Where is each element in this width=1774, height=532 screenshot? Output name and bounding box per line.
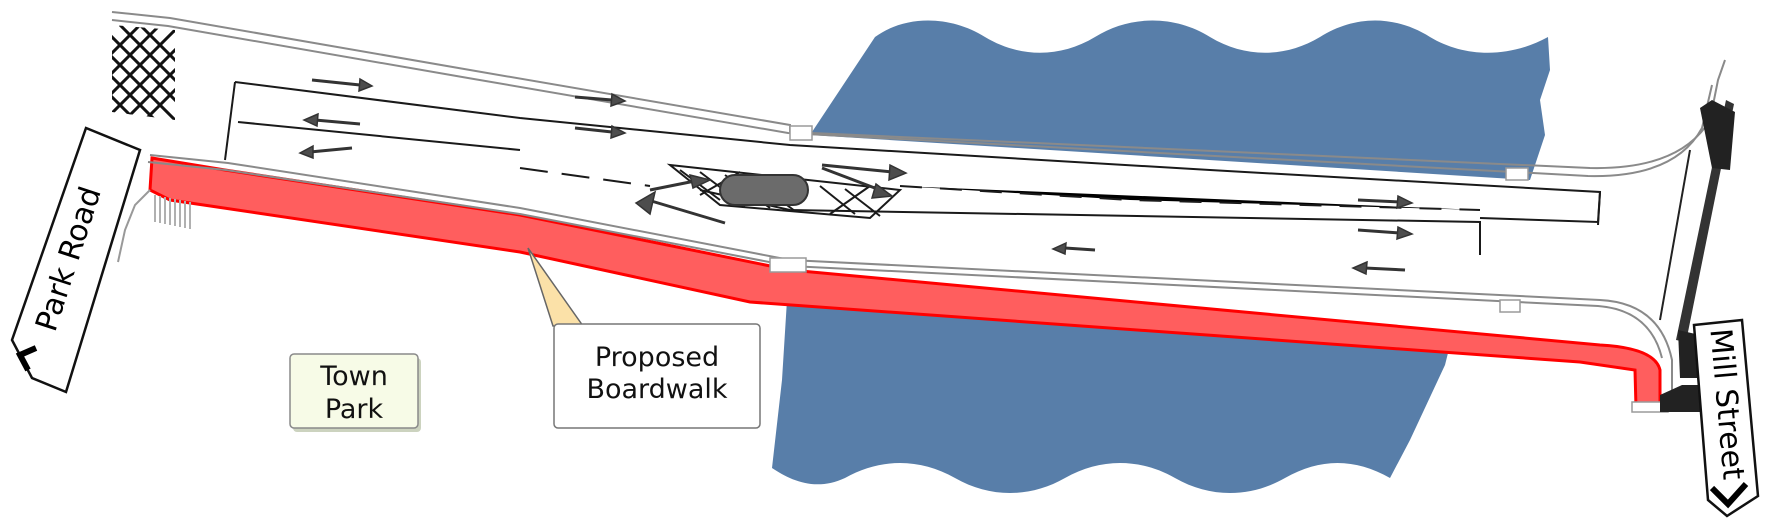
arrow-right-icon-4 bbox=[821, 163, 908, 182]
crosswalk-park-road bbox=[154, 195, 191, 229]
park-road-sign-shape bbox=[10, 126, 142, 394]
curb-inlets bbox=[769, 125, 1669, 413]
chevron-down-icon bbox=[1709, 481, 1749, 509]
river bbox=[772, 20, 1550, 493]
mill-street-sign: Mill Street bbox=[1692, 318, 1760, 518]
arrow-diagonal-icon-1 bbox=[649, 173, 713, 192]
park-road-sign: Park Road bbox=[10, 126, 142, 394]
callout-box bbox=[553, 323, 761, 429]
boardwalk-label-line2: Boardwalk bbox=[586, 374, 727, 405]
arrow-right-icon-6 bbox=[1357, 225, 1414, 241]
town-park-label-line1: Town bbox=[319, 361, 388, 392]
median-island bbox=[719, 174, 809, 206]
arrow-left-icon-2 bbox=[298, 144, 353, 160]
river-lower bbox=[772, 300, 1450, 493]
town-park-label-line2: Park bbox=[325, 394, 384, 425]
boardwalk-label-line1: Proposed bbox=[595, 342, 719, 373]
arrow-left-icon-4 bbox=[1051, 241, 1096, 256]
arrow-right-icon-2 bbox=[574, 92, 627, 108]
arrow-diagonal-icon-2 bbox=[821, 166, 894, 199]
arrow-right-icon-5 bbox=[1357, 194, 1414, 210]
centerline bbox=[519, 167, 1481, 211]
town-park-box: Town Park bbox=[289, 353, 421, 432]
mill-street-sign-shape bbox=[1692, 318, 1760, 518]
mill-street-crosswalk bbox=[1659, 100, 1735, 412]
arrow-right-icon-3 bbox=[574, 124, 627, 140]
arrow-left-icon-5 bbox=[1351, 260, 1406, 276]
proposed-boardwalk bbox=[148, 156, 1662, 410]
chevron-left-icon bbox=[15, 345, 38, 372]
hatched-parcel bbox=[112, 25, 175, 120]
river-upper bbox=[810, 20, 1550, 180]
arrow-right-icon-1 bbox=[311, 77, 374, 93]
arrow-left-icon-3 bbox=[634, 190, 726, 225]
arrow-left-icon-1 bbox=[302, 112, 361, 128]
boardwalk-callout: Proposed Boardwalk bbox=[527, 247, 761, 429]
lane-arrows bbox=[298, 77, 1414, 276]
